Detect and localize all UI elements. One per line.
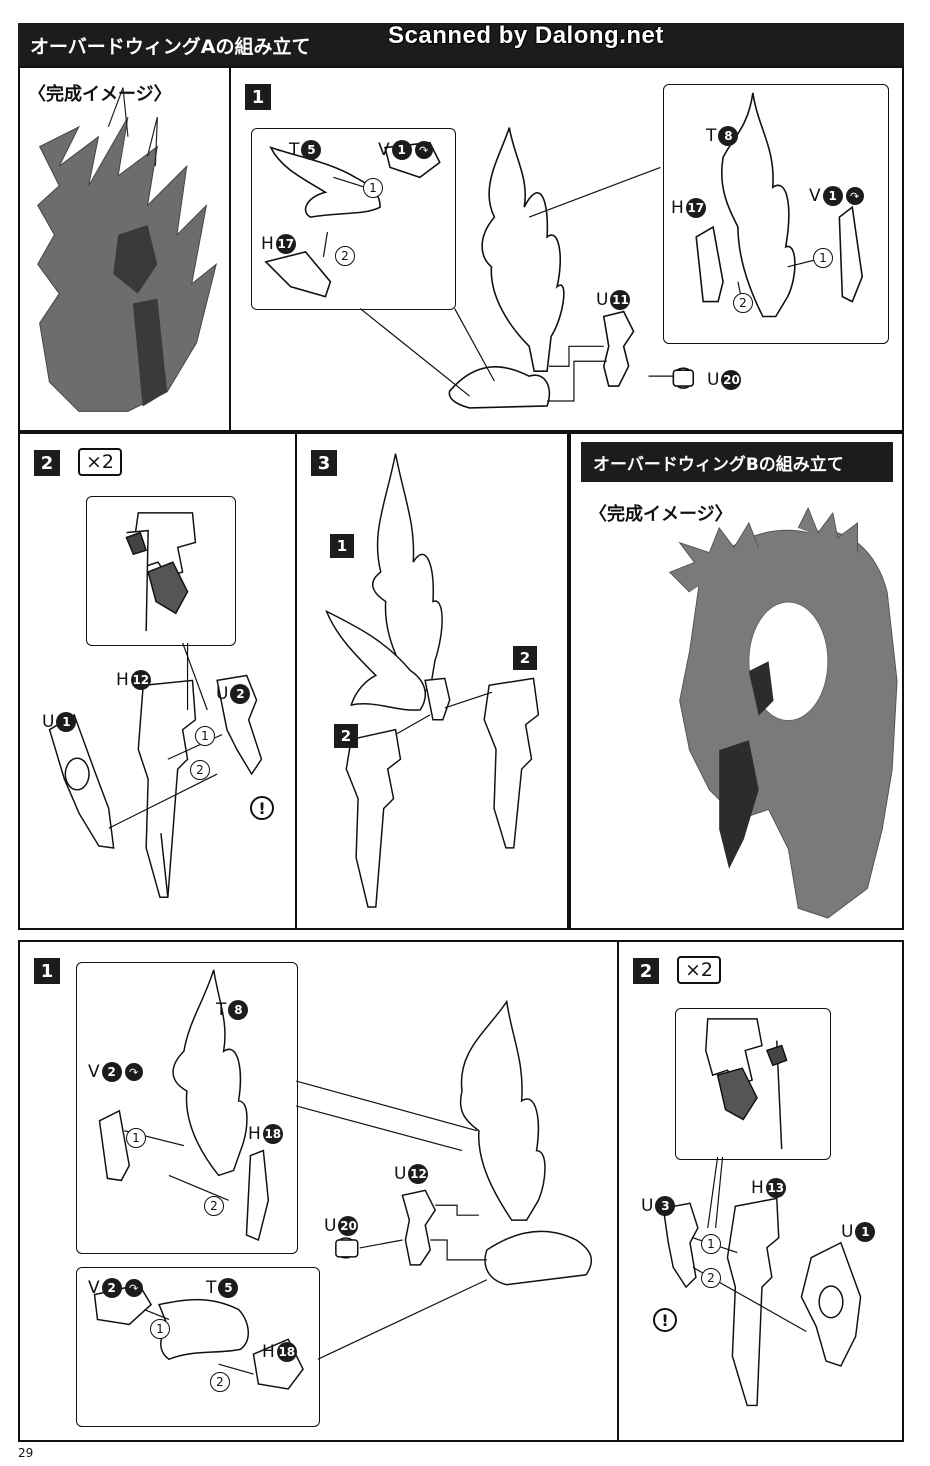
- order-marker: 2: [210, 1372, 230, 1392]
- part-u11: U 11: [596, 290, 631, 310]
- part-t5: T 5: [289, 140, 322, 160]
- step3-diagram: [325, 453, 540, 908]
- order-marker: 2: [204, 1196, 224, 1216]
- cut-gate-icon: ↷: [414, 141, 433, 159]
- part-h17-inset: H 17: [261, 234, 296, 254]
- wing-a-completed-illustration: [37, 87, 218, 412]
- part-t8: T 8: [706, 126, 739, 146]
- section-b-image-label: 〈完成イメージ〉: [589, 504, 733, 525]
- order-marker: 2: [701, 1268, 721, 1288]
- part-t8: T 8: [216, 1000, 249, 1020]
- part-u1: U 1: [841, 1222, 876, 1242]
- order-marker: 1: [150, 1319, 170, 1339]
- watermark: Scanned by Dalong.net: [388, 22, 664, 49]
- cut-gate-icon: ↷: [124, 1279, 143, 1297]
- step-number: 3: [311, 450, 337, 476]
- part-u2: U 2: [216, 684, 251, 704]
- order-marker: 1: [126, 1128, 146, 1148]
- reference-step-2: 2: [513, 646, 537, 670]
- reference-step-2: 2: [334, 724, 358, 748]
- part-v1: V 1 ↷: [809, 186, 864, 206]
- section-a-step2-panel: 2 ×2 H 12 U 2: [18, 432, 297, 930]
- section-b-title: オーバードウィングBの組み立て: [593, 454, 844, 475]
- step-number: 2: [34, 450, 60, 476]
- part-t5: T 5: [206, 1278, 239, 1298]
- multiplier-badge: ×2: [677, 956, 722, 984]
- part-v2-bottom: V 2 ↷: [88, 1278, 143, 1298]
- part-u20: U 20: [324, 1216, 359, 1236]
- order-marker: 2: [335, 246, 355, 266]
- caution-icon: !: [653, 1308, 677, 1332]
- inset-detail: [675, 1008, 831, 1160]
- part-u20: U 20: [707, 370, 742, 390]
- part-u3: U 3: [641, 1196, 676, 1216]
- part-v2-top: V 2 ↷: [88, 1062, 143, 1082]
- step-number: 1: [34, 958, 60, 984]
- section-a-image-label: 〈完成イメージ〉: [28, 84, 172, 105]
- part-h17: H 17: [671, 198, 706, 218]
- inset-wing-assembly: [76, 962, 298, 1254]
- section-a-title: オーバードウィングAの組み立て: [30, 35, 311, 58]
- page-number: 29: [18, 1446, 34, 1460]
- multiplier-badge: ×2: [78, 448, 123, 476]
- order-marker: 1: [363, 178, 383, 198]
- part-h12: H 12: [116, 670, 151, 690]
- reference-step-1: 1: [330, 534, 354, 558]
- section-b-step1-panel: 1: [18, 940, 619, 1442]
- part-h18-top: H 18: [248, 1124, 283, 1144]
- part-h13: H 13: [751, 1178, 786, 1198]
- section-b-step2-panel: 2 ×2 H 13 U 3 U: [617, 940, 904, 1442]
- part-u1: U 1: [42, 712, 77, 732]
- step-number: 2: [633, 958, 659, 984]
- section-a-step3-panel: 3 1 2 2: [295, 432, 569, 930]
- inset-detail: [86, 496, 236, 646]
- section-b-header: オーバードウィングBの組み立て: [581, 442, 893, 482]
- section-a-header: オーバードウィングAの組み立て: [18, 23, 904, 67]
- part-h18-bottom: H 18: [262, 1342, 297, 1362]
- section-a-step1-panel: 1: [229, 66, 904, 432]
- caution-icon: !: [250, 796, 274, 820]
- section-a-image-panel: 〈完成イメージ〉: [18, 66, 231, 432]
- part-u12: U 12: [394, 1164, 429, 1184]
- section-b-image-panel: オーバードウィングBの組み立て 〈完成イメージ〉: [569, 432, 904, 930]
- order-marker: 1: [813, 248, 833, 268]
- order-marker: 2: [190, 760, 210, 780]
- order-marker: 1: [195, 726, 215, 746]
- cut-gate-icon: ↷: [124, 1063, 143, 1081]
- order-marker: 2: [733, 293, 753, 313]
- part-v1-inset: V 1 ↷: [378, 140, 433, 160]
- step-number: 1: [245, 84, 271, 110]
- order-marker: 1: [701, 1234, 721, 1254]
- cut-gate-icon: ↷: [845, 187, 864, 205]
